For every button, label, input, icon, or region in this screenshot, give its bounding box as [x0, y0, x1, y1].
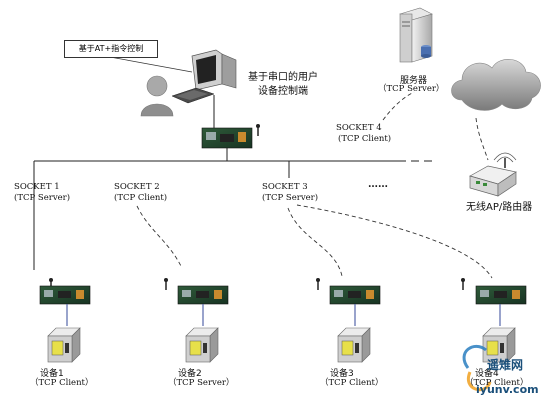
socket-4-role: (TCP Client): [338, 134, 392, 144]
server-name: 服务器: [400, 76, 428, 86]
device-board-1-icon: [39, 278, 91, 326]
controller-board-icon: [201, 124, 260, 149]
watermark-text: 遥雉网: [487, 358, 524, 372]
server-role: （TCP Server）: [378, 84, 445, 94]
socket-3-role: (TCP Server): [262, 193, 319, 203]
server-icon: [399, 7, 433, 63]
device-1-role: （TCP Client）: [30, 378, 94, 388]
socket-2-name: SOCKET 2: [114, 182, 160, 192]
socket-3-name: SOCKET 3: [262, 182, 308, 192]
device-4-icon: [482, 327, 516, 363]
device-2-icon: [185, 327, 219, 363]
device-board-4-icon: [461, 278, 527, 326]
user-icon: [140, 75, 174, 117]
socket-2-role: (TCP Client): [114, 193, 168, 203]
device-3-role: （TCP Client）: [320, 378, 384, 388]
device-3-name: 设备3: [330, 369, 354, 379]
controller-label-line1: 基于串口的用户: [248, 72, 318, 83]
device-4-name: 设备4: [475, 369, 499, 379]
device-board-3-icon: [316, 278, 381, 326]
device-2-role: （TCP Server）: [168, 378, 235, 388]
device-board-2-icon: [164, 278, 229, 326]
device-3-icon: [337, 327, 371, 363]
internet-cloud-icon: [451, 59, 541, 111]
computer-icon: [171, 49, 237, 104]
device-2-name: 设备2: [178, 369, 202, 379]
device-1-name: 设备1: [40, 369, 64, 379]
device-4-role: （TCP Client）: [465, 378, 529, 388]
wireless-router-icon: [469, 152, 517, 197]
socket-4-name: SOCKET 4: [336, 123, 382, 133]
at-command-callout: 基于AT+指令控制: [64, 40, 158, 58]
callout-pointer: [109, 56, 193, 73]
socket-1-role: (TCP Server): [14, 193, 71, 203]
dashed-links: [136, 91, 493, 279]
watermark-url: iyunv.com: [476, 383, 539, 396]
socket-1-name: SOCKET 1: [14, 182, 60, 192]
router-label: 无线AP/路由器: [466, 202, 533, 213]
ellipsis: ……: [368, 179, 388, 190]
watermark-logo-icon: [462, 344, 492, 392]
main-bus: [33, 95, 398, 270]
device-1-icon: [47, 327, 81, 363]
controller-label-line2: 设备控制端: [258, 86, 308, 97]
